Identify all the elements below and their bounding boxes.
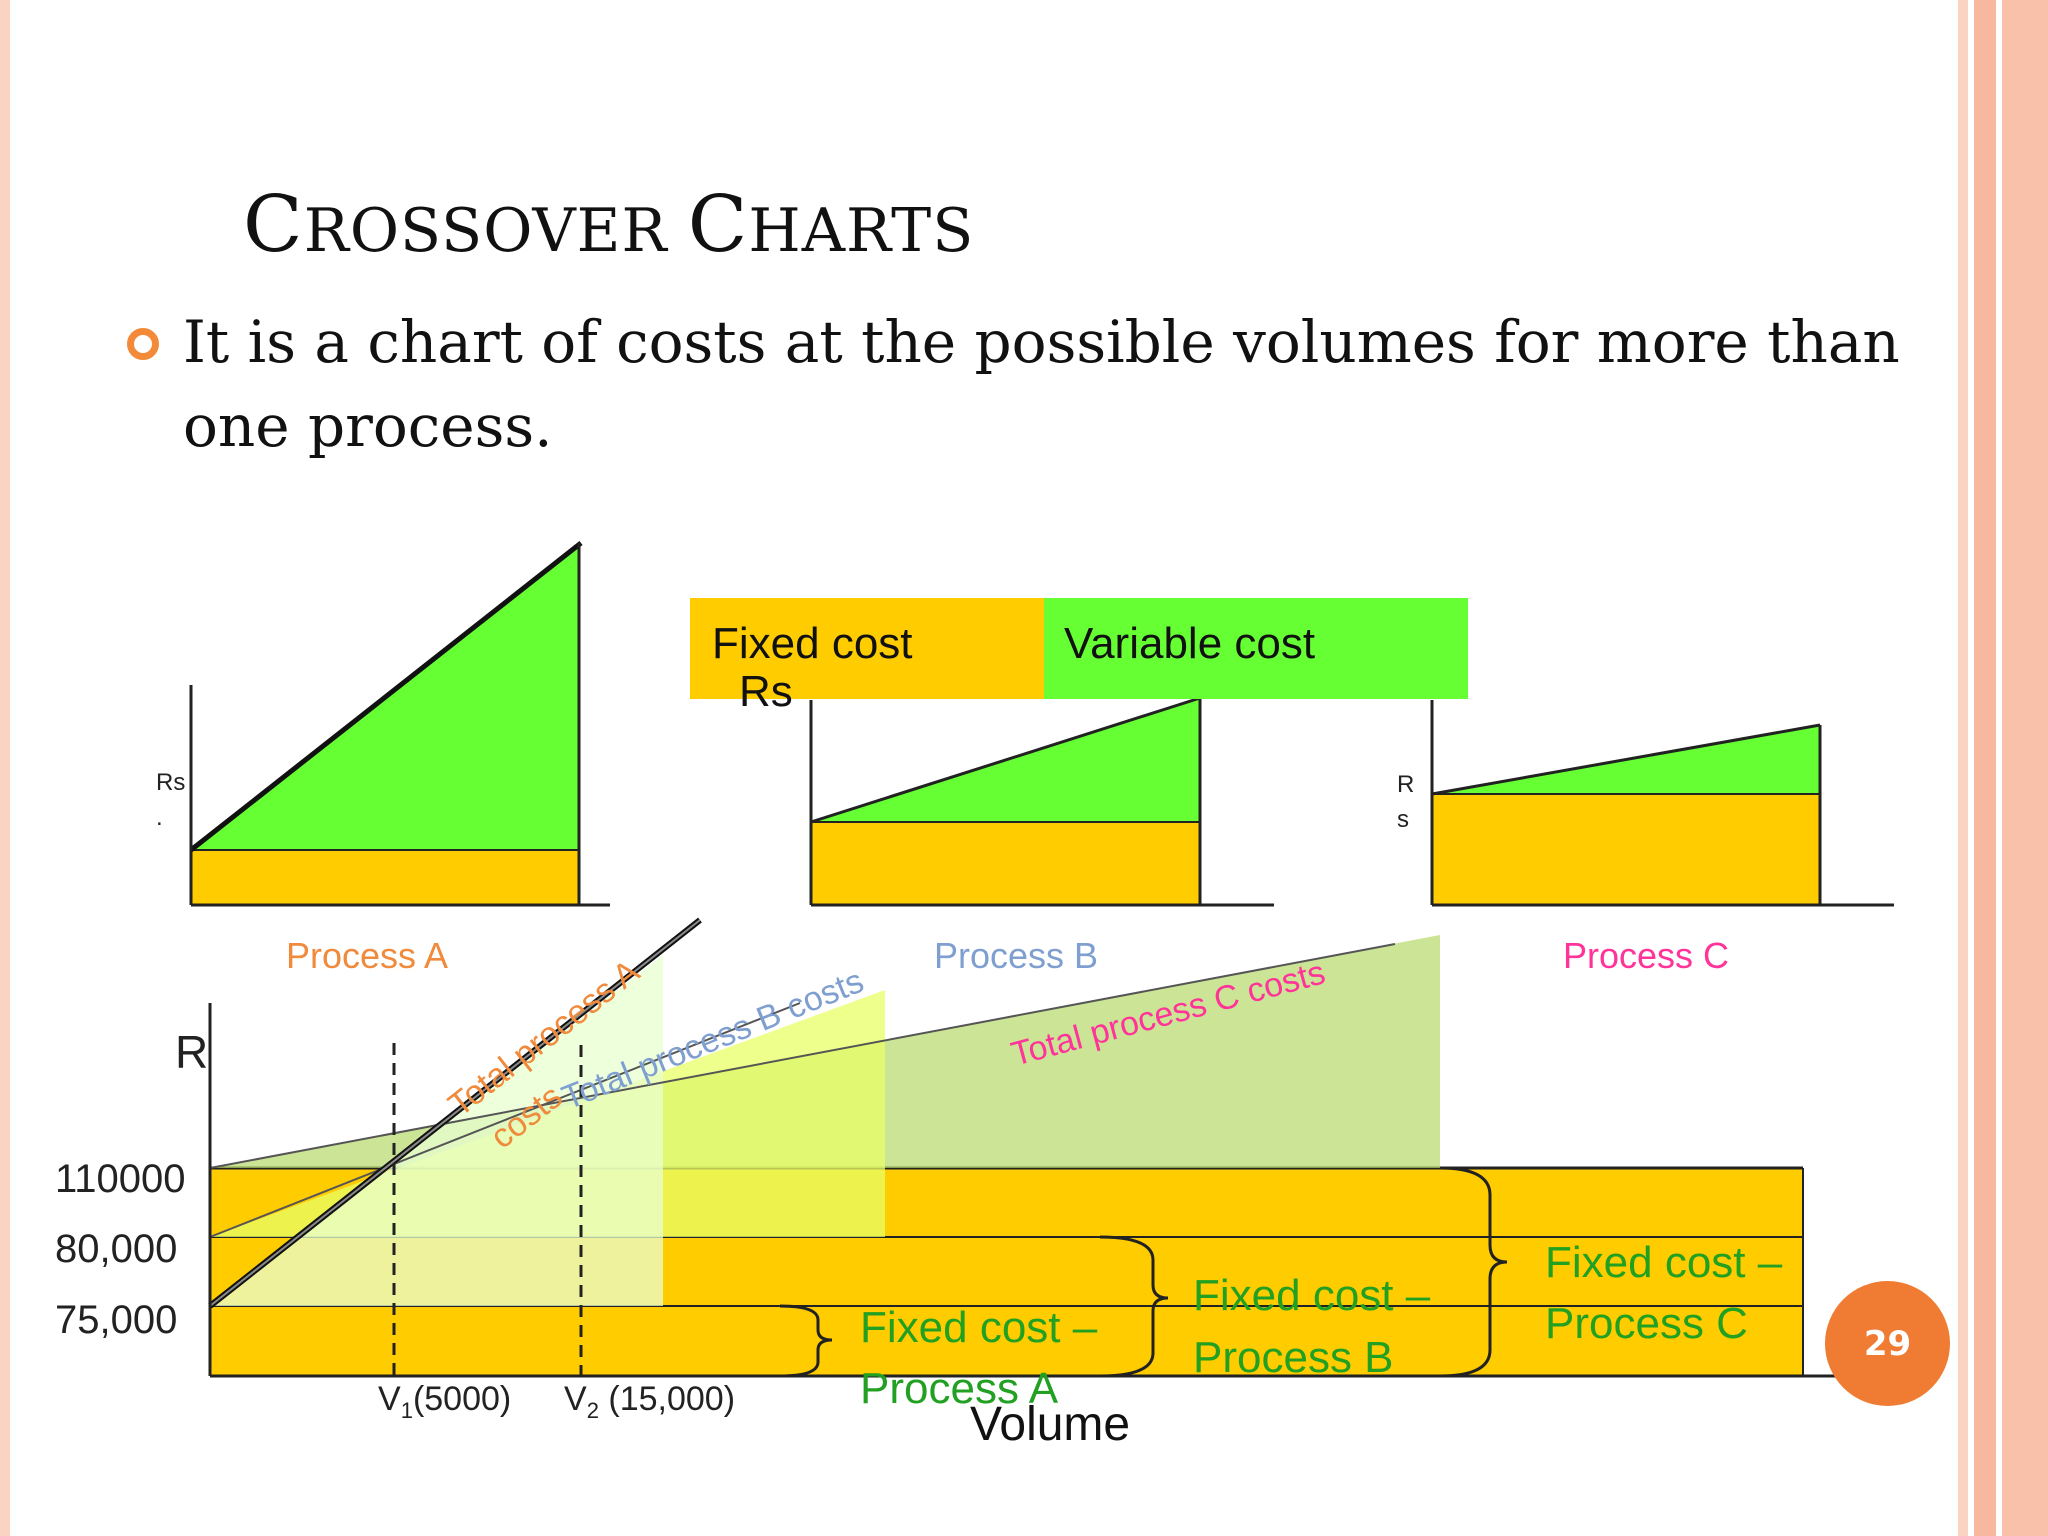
chart-process-a: Rs . Process A	[156, 541, 610, 976]
brace-process-a	[779, 1304, 833, 1378]
border-stripe-left	[0, 0, 10, 1536]
border-stripe-5	[2002, 0, 2048, 1536]
border-stripe-3	[1974, 0, 1996, 1536]
brace-label-b-2: Process B	[1193, 1333, 1394, 1382]
ylabel-b: Rs	[739, 667, 793, 716]
ylabel-a-top: Rs	[156, 769, 185, 796]
legend-fixed-label: Fixed cost	[712, 619, 913, 668]
total-line-b	[810, 696, 1201, 824]
border-stripe-1	[1958, 0, 1968, 1536]
main-ylabel: R	[175, 1026, 208, 1078]
total-line-process-b	[209, 1002, 801, 1238]
brace-label-a-2: Process A	[860, 1364, 1059, 1413]
v1-label: V1(5000)	[378, 1380, 511, 1423]
ytick-110000: 110000	[55, 1157, 186, 1201]
legend-fixed-swatch	[690, 598, 1044, 699]
brace-process-c	[1439, 1166, 1508, 1378]
legend-variable-label: Variable cost	[1064, 619, 1315, 668]
slide-title: CROSSOVER CHARTS	[243, 180, 975, 270]
brace-label-b-1: Fixed cost –	[1193, 1271, 1431, 1320]
caption-process-c: Process C	[1563, 935, 1729, 976]
fixed-cost-area-a	[191, 850, 579, 905]
caption-process-a: Process A	[286, 935, 448, 976]
caption-process-b: Process B	[934, 935, 1098, 976]
main-xlabel: Volume	[970, 1398, 1130, 1451]
page-number-badge: 29	[1825, 1281, 1950, 1406]
total-line-a	[189, 541, 583, 852]
fixed-cost-area-b	[811, 822, 1200, 905]
legend-variable-swatch	[1044, 598, 1468, 699]
main-chart: Total process A costs Total process B co…	[55, 917, 1840, 1451]
ytick-75000: 75,000	[55, 1298, 177, 1342]
brace-label-a-1: Fixed cost –	[860, 1303, 1098, 1352]
bullet-text: It is a chart of costs at the possible v…	[183, 308, 1900, 460]
v2-label: V2 (15,000)	[564, 1380, 735, 1423]
ylabel-a-bottom: .	[156, 804, 163, 831]
ylabel-c-bottom: s	[1397, 806, 1409, 833]
total-line-process-a-core	[209, 919, 701, 1307]
chart-process-c: R s Process C	[1397, 700, 1894, 976]
bullet-icon	[127, 328, 159, 360]
chart-process-b: Process B	[809, 696, 1274, 976]
ytick-80000: 80,000	[55, 1227, 177, 1271]
brace-label-c-1: Fixed cost –	[1545, 1238, 1783, 1287]
ylabel-c-top: R	[1397, 771, 1414, 798]
total-line-process-c	[209, 943, 1396, 1169]
fixed-cost-area-c	[1432, 794, 1820, 905]
border-stripe-2	[1968, 0, 1974, 1536]
total-line-c	[1431, 723, 1821, 796]
border-stripe-4	[1996, 0, 2002, 1536]
brace-label-c-2: Process C	[1545, 1299, 1748, 1348]
legend: Fixed cost Variable cost Rs	[690, 598, 1468, 716]
brace-process-b	[1099, 1235, 1169, 1378]
